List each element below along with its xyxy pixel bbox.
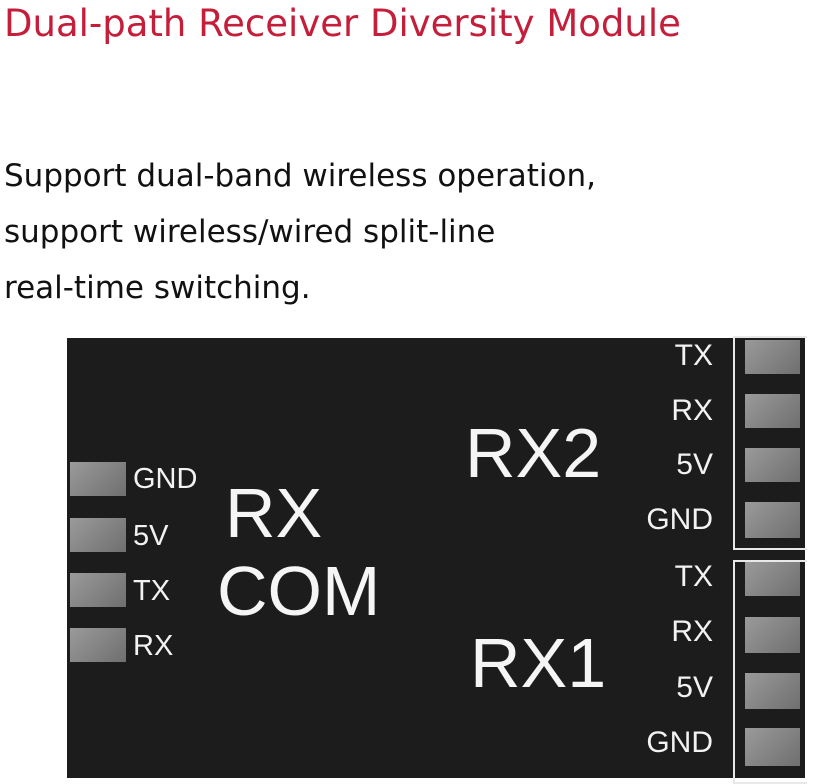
description-line: support wireless/wired split-line <box>4 214 496 250</box>
rx1-pad-gnd <box>745 728 800 766</box>
com-pad-5v <box>70 518 126 552</box>
com-pad-tx <box>70 573 126 607</box>
com-pin-label: RX <box>133 630 174 662</box>
rx2-label: RX2 <box>465 414 602 492</box>
rx2-pad-rx <box>745 394 800 428</box>
com-pin-label: GND <box>133 463 198 495</box>
pcb-board: GND 5V TX RX RX COM RX2 RX1 TX RX 5V GND… <box>67 336 807 784</box>
rx2-pad-gnd <box>745 502 800 538</box>
com-pin-label: TX <box>133 575 171 607</box>
description: Support dual-band wireless operation, su… <box>4 148 596 316</box>
rx2-pin-label: RX <box>671 394 713 427</box>
description-line: real-time switching. <box>4 270 311 306</box>
rx1-pad-tx <box>745 562 800 596</box>
rx2-pin-label: TX <box>674 339 713 372</box>
rx1-pin-label: GND <box>646 726 713 759</box>
rx2-outline <box>733 336 807 550</box>
rx1-pin-label: RX <box>671 615 713 648</box>
rx2-pad-5v <box>745 448 800 482</box>
rx1-pin-label: TX <box>674 560 713 593</box>
rx2-pad-tx <box>745 340 800 374</box>
rx-com-label: RX <box>225 474 323 552</box>
rx1-pin-label: 5V <box>676 671 713 704</box>
page-title: Dual-path Receiver Diversity Module <box>4 2 681 45</box>
rx2-pin-label: GND <box>646 503 713 536</box>
com-pad-gnd <box>70 462 126 496</box>
com-pad-rx <box>70 628 126 662</box>
rx1-pad-5v <box>745 673 800 709</box>
rx1-pad-rx <box>745 617 800 653</box>
rx1-label: RX1 <box>470 624 607 702</box>
com-pin-label: 5V <box>133 520 169 552</box>
rx2-pin-label: 5V <box>676 448 713 481</box>
description-line: Support dual-band wireless operation, <box>4 158 597 194</box>
rx-com-label: COM <box>217 552 381 630</box>
